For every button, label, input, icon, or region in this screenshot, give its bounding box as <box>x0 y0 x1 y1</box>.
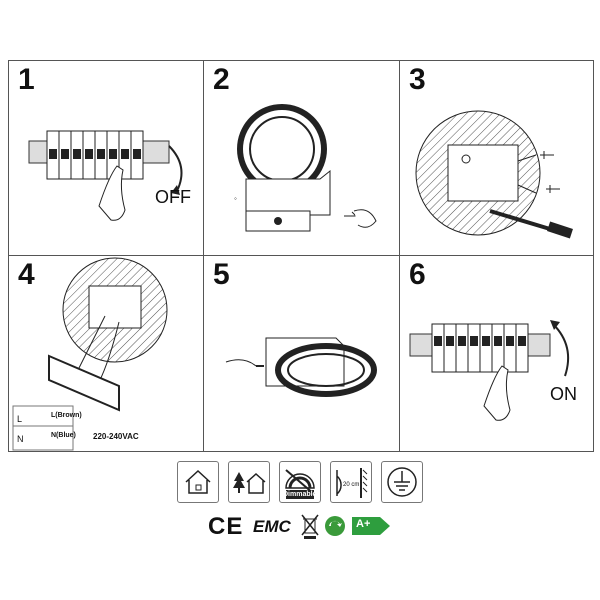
breaker-off-illustration <box>28 130 183 221</box>
instruction-grid: 1 OFF 2 ◦ <box>8 60 594 452</box>
dimmable-label: Dimmable <box>283 491 317 498</box>
emc-mark: EMC <box>253 517 291 536</box>
on-label: ON <box>550 384 577 404</box>
off-label: OFF <box>155 187 191 207</box>
terminal-l-label: L <box>17 414 23 424</box>
step-number: 1 <box>18 63 35 96</box>
energy-class-label: A+ <box>356 518 371 530</box>
ce-mark: CE <box>208 513 244 540</box>
step-2-panel: 2 ◦ <box>203 60 400 256</box>
energy-class-badge <box>352 517 390 535</box>
wiring-illustration <box>12 257 168 451</box>
breaker-on-illustration <box>409 320 569 421</box>
fix-lamp-illustration <box>225 337 377 397</box>
earth-ground-icon <box>381 461 423 503</box>
outdoor-home-icon <box>228 461 270 503</box>
indoor-home-icon <box>177 461 219 503</box>
step-number: 3 <box>409 63 426 96</box>
step-number: 4 <box>18 258 35 291</box>
wire-n-label: N(Blue) <box>51 432 76 439</box>
distance-icon: 20 cm <box>330 461 372 503</box>
recycle-icon <box>325 516 345 536</box>
step-6-panel: 6 ON <box>399 255 594 452</box>
mount-bracket-illustration: ◦ <box>234 104 377 232</box>
step-5-panel: 5 <box>203 255 400 452</box>
step-number: 6 <box>409 258 426 291</box>
weee-bin-icon <box>301 514 319 539</box>
feature-icons-row: Dimmable 20 cm <box>177 461 425 503</box>
wire-l-label: L(Brown) <box>51 412 82 419</box>
terminal-n-label: N <box>17 434 24 444</box>
step-4-panel: 4 L(Brown) N(Blue) L N 220-240VAC <box>8 255 204 452</box>
voltage-label: 220-240VAC <box>93 432 139 441</box>
step-number: 2 <box>213 63 230 96</box>
distance-label: 20 cm <box>343 482 360 488</box>
dimmable-icon: Dimmable <box>279 461 321 503</box>
step-number: 5 <box>213 258 230 291</box>
step-1-panel: 1 OFF <box>8 60 204 256</box>
step-3-panel: 3 <box>399 60 594 256</box>
certification-row: CE EMC A+ <box>208 513 398 540</box>
wall-drill-illustration <box>415 110 573 239</box>
svg-text:◦: ◦ <box>234 194 237 203</box>
